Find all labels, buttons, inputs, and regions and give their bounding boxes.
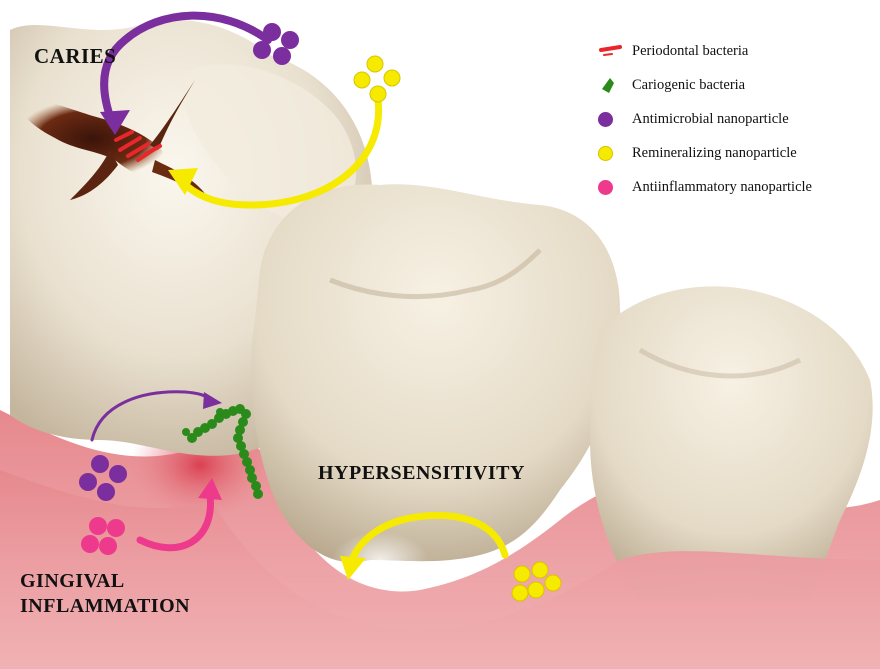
legend: Periodontal bacteria Cariogenic bacteria… [598,34,868,204]
gingival-label-line2: INFLAMMATION [20,595,190,618]
legend-label: Antiinflammatory nanoparticle [632,179,812,196]
legend-item-periodontal-bacteria: Periodontal bacteria [598,34,868,68]
molar-middle [251,184,620,562]
legend-item-antimicrobial-nanoparticle: Antimicrobial nanoparticle [598,102,868,136]
gingival-label-line1: GINGIVAL [20,570,125,593]
antiinflammatory-nanoparticle-icon [598,180,613,195]
remineralizing-nanoparticle-icon [598,146,613,161]
legend-label: Periodontal bacteria [632,43,748,60]
cariogenic-bacteria-icon [598,73,632,97]
caries-remineralizing-nanoparticles [354,56,400,102]
periodontal-bacteria-icon [598,39,632,63]
legend-item-remineralizing-nanoparticle: Remineralizing nanoparticle [598,136,868,170]
legend-label: Cariogenic bacteria [632,77,745,94]
legend-item-antiinflammatory-nanoparticle: Antiinflammatory nanoparticle [598,170,868,204]
legend-item-cariogenic-bacteria: Cariogenic bacteria [598,68,868,102]
caries-label: CARIES [34,44,116,69]
caries-antimicrobial-nanoparticles [253,23,299,65]
hypersensitivity-label: HYPERSENSITIVITY [318,462,525,485]
antimicrobial-nanoparticle-icon [598,112,613,127]
legend-label: Antimicrobial nanoparticle [632,111,789,128]
legend-label: Remineralizing nanoparticle [632,145,797,162]
